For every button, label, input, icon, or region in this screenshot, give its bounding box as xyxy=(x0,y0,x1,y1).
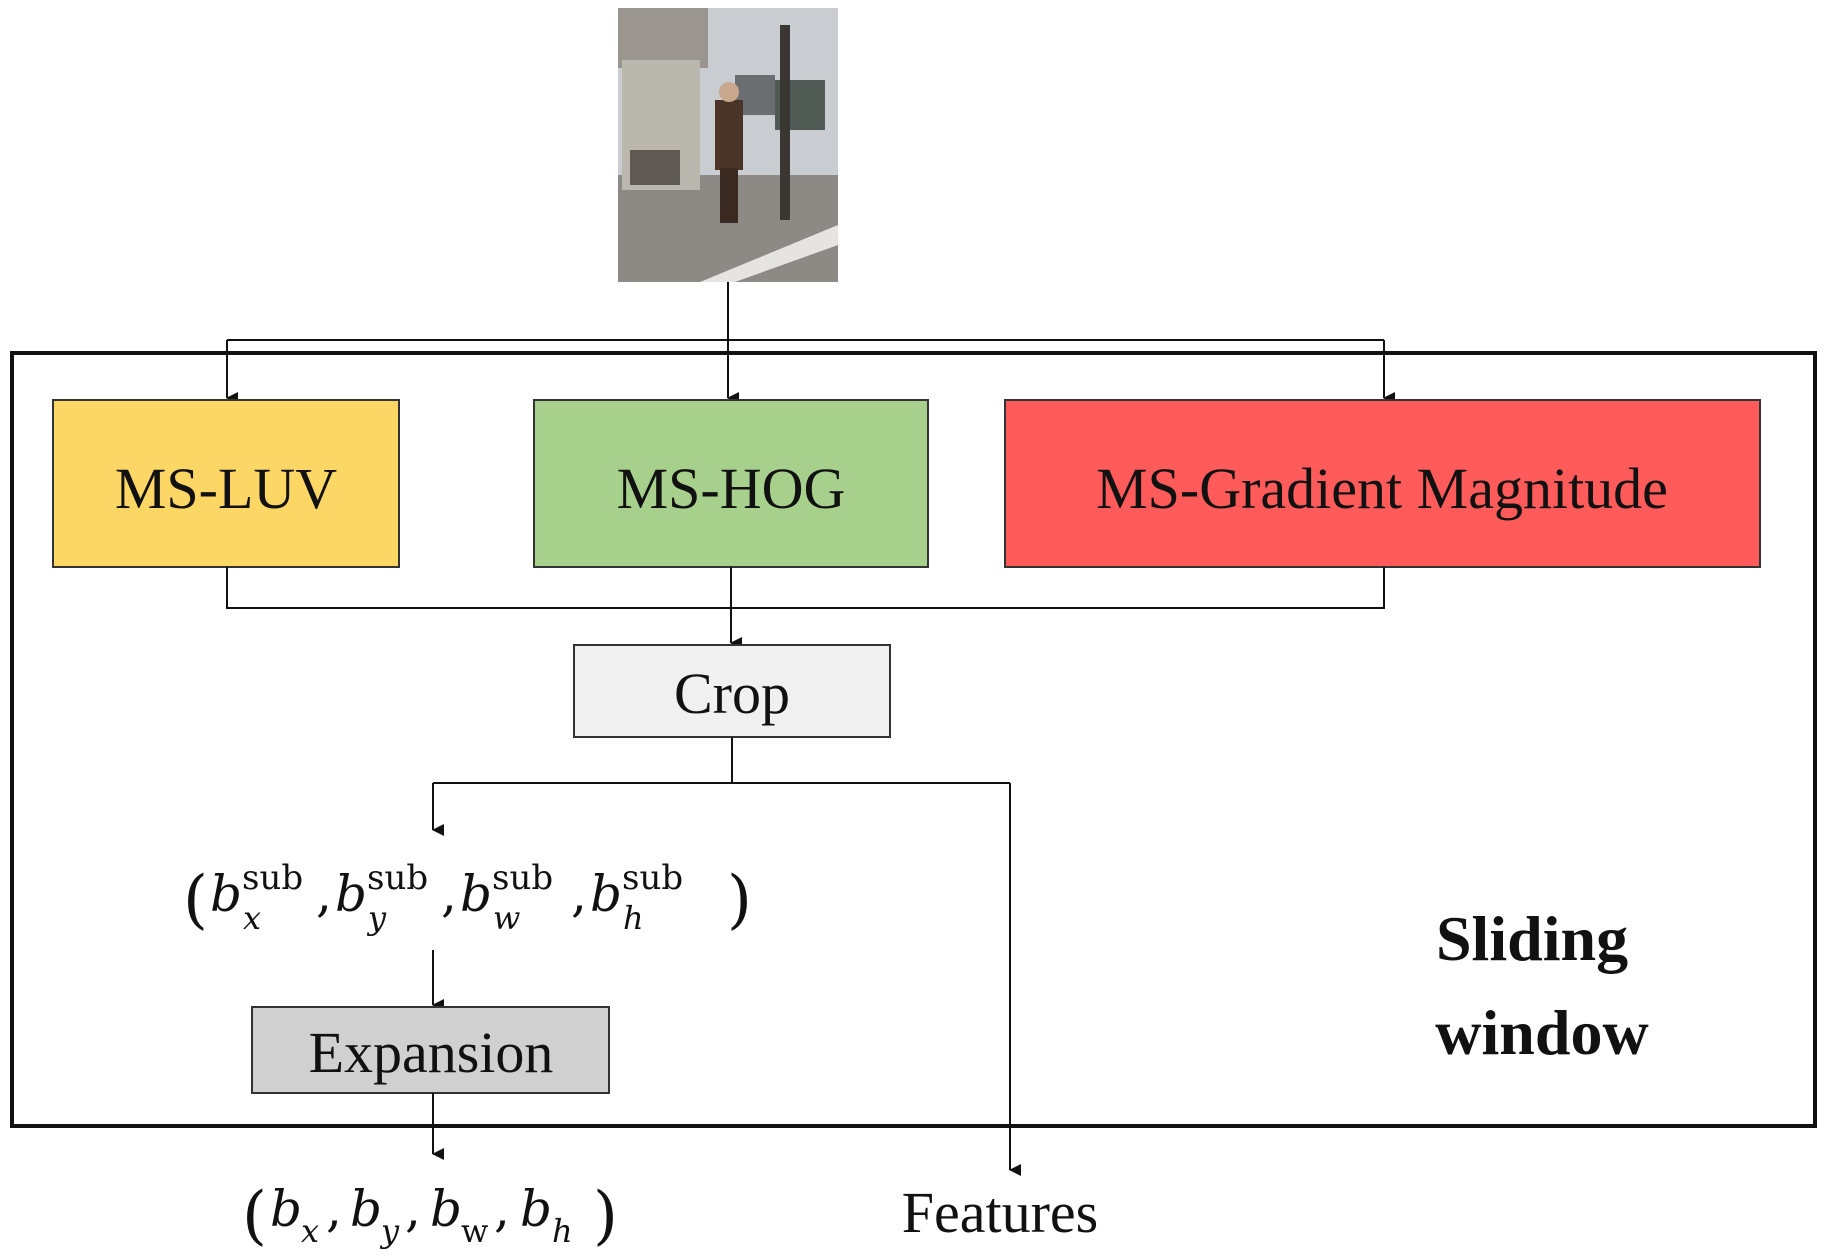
connector-crop-split xyxy=(432,737,1021,1176)
out-formula-b-y: b xyxy=(350,1180,382,1238)
sub-formula-sub-w: w xyxy=(493,899,520,937)
luv-box-rect xyxy=(52,399,400,568)
out-formula-b-w: b xyxy=(430,1180,462,1238)
sub-formula-sup-h: sub xyxy=(622,858,683,898)
sliding-window-label: Sliding window xyxy=(1435,903,1648,1068)
connector-merge xyxy=(226,567,1385,609)
out-formula-open-paren: ( xyxy=(242,1179,267,1253)
connector-image-to-channels xyxy=(226,282,1395,404)
out-formula-b-h: b xyxy=(520,1180,552,1238)
crop-box-rect xyxy=(573,644,891,738)
sub-formula-b-y: b xyxy=(335,865,367,923)
hog-box: MS-HOG xyxy=(533,399,929,568)
sub-formula-b-w: b xyxy=(460,865,492,923)
sliding-window-frame xyxy=(10,351,1817,1128)
sub-formula-sup-w: sub xyxy=(492,858,553,898)
sub-box-formula: ( b sub x , b sub y , b sub w , b sub h … xyxy=(183,858,752,937)
photo-person-legs xyxy=(720,168,738,223)
sub-formula-open-paren: ( xyxy=(183,863,208,937)
sub-formula-sup-x: sub xyxy=(242,858,303,898)
expansion-box-rect xyxy=(251,1006,610,1094)
sub-formula-sep-2: , xyxy=(441,865,457,923)
sub-formula-b-x: b xyxy=(210,865,242,923)
gradient-magnitude-box-rect xyxy=(1004,399,1761,568)
out-formula-sub-y: y xyxy=(379,1212,400,1250)
connector-channels-to-crop xyxy=(226,567,1385,649)
photo-person-body xyxy=(715,100,743,170)
sub-formula-sub-h: h xyxy=(623,899,644,937)
hog-box-label: MS-HOG xyxy=(617,456,846,521)
sub-formula-sub-x: x xyxy=(243,899,261,937)
luv-box: MS-LUV xyxy=(52,399,400,568)
out-formula-sub-w: w xyxy=(461,1212,488,1250)
out-formula-sep-1: , xyxy=(326,1180,342,1238)
features-label: Features xyxy=(902,1180,1099,1245)
gradient-magnitude-box-label: MS-Gradient Magnitude xyxy=(1096,456,1668,521)
out-formula-sep-3: , xyxy=(494,1180,510,1238)
sub-formula-sep-1: , xyxy=(316,865,332,923)
gradient-magnitude-box: MS-Gradient Magnitude xyxy=(1004,399,1761,568)
expansion-box: Expansion xyxy=(251,1006,610,1094)
photo-curb xyxy=(700,225,838,282)
input-image xyxy=(618,8,838,282)
out-formula-sub-h: h xyxy=(552,1212,573,1250)
sliding-window-label-line1: Sliding xyxy=(1436,903,1628,974)
photo-truck-cab xyxy=(630,150,680,185)
photo-pole xyxy=(780,25,790,220)
photo-person-head xyxy=(719,82,739,102)
sub-formula-sup-y: sub xyxy=(367,858,428,898)
sliding-window-label-line2: window xyxy=(1435,997,1648,1068)
out-formula-close-paren: ) xyxy=(593,1179,618,1253)
sub-formula-sub-y: y xyxy=(366,899,387,937)
out-formula-b-x: b xyxy=(270,1180,302,1238)
crop-box: Crop xyxy=(573,644,891,738)
output-box-formula: ( b x , b y , b w , b h ) xyxy=(242,1179,618,1253)
expansion-box-label: Expansion xyxy=(309,1020,554,1085)
luv-box-label: MS-LUV xyxy=(115,456,337,521)
out-formula-sub-x: x xyxy=(301,1212,319,1250)
sub-formula-close-paren: ) xyxy=(727,863,752,937)
hog-box-rect xyxy=(533,399,929,568)
crop-box-label: Crop xyxy=(674,661,790,726)
out-formula-sep-2: , xyxy=(405,1180,421,1238)
photo-building xyxy=(618,8,708,68)
sub-formula-b-h: b xyxy=(590,865,622,923)
sub-formula-sep-3: , xyxy=(571,865,587,923)
